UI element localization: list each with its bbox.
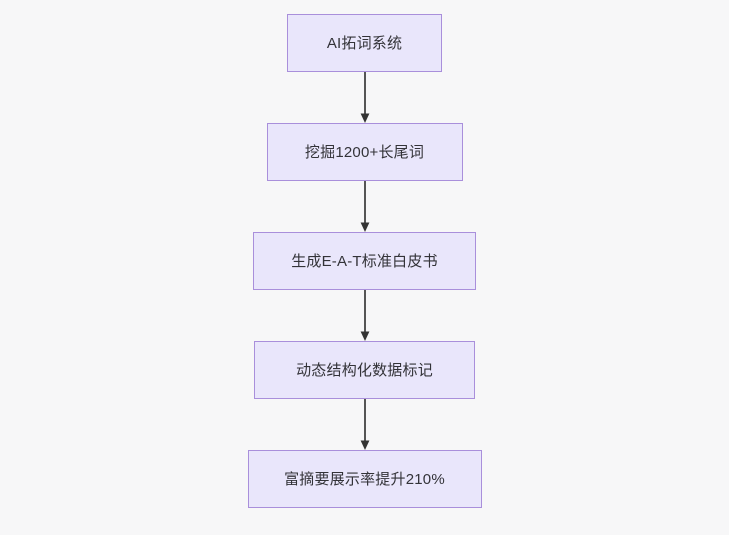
flow-node-label: AI拓词系统: [326, 34, 403, 52]
flowchart-node-stack: AI拓词系统 挖掘1200+长尾词 生成E-A-T标准白皮书 动态结构化数据标记: [0, 14, 729, 508]
arrow-down-icon: [360, 72, 369, 123]
flow-node-mine-longtail-keywords[interactable]: 挖掘1200+长尾词: [266, 123, 463, 181]
arrow-down-icon: [360, 290, 369, 341]
flow-node-dynamic-structured-data-markup[interactable]: 动态结构化数据标记: [254, 341, 475, 399]
flow-node-label: 富摘要展示率提升210%: [284, 470, 445, 488]
flow-node-label: 挖掘1200+长尾词: [304, 143, 425, 161]
flow-node-ai-keyword-system[interactable]: AI拓词系统: [287, 14, 442, 72]
arrow-down-icon: [360, 399, 369, 450]
flow-node-generate-eat-whitepaper[interactable]: 生成E-A-T标准白皮书: [253, 232, 476, 290]
flow-node-label: 生成E-A-T标准白皮书: [291, 252, 438, 270]
flow-node-rich-snippet-impression-lift[interactable]: 富摘要展示率提升210%: [247, 450, 482, 508]
flow-node-label: 动态结构化数据标记: [296, 361, 433, 379]
arrow-down-icon: [360, 181, 369, 232]
